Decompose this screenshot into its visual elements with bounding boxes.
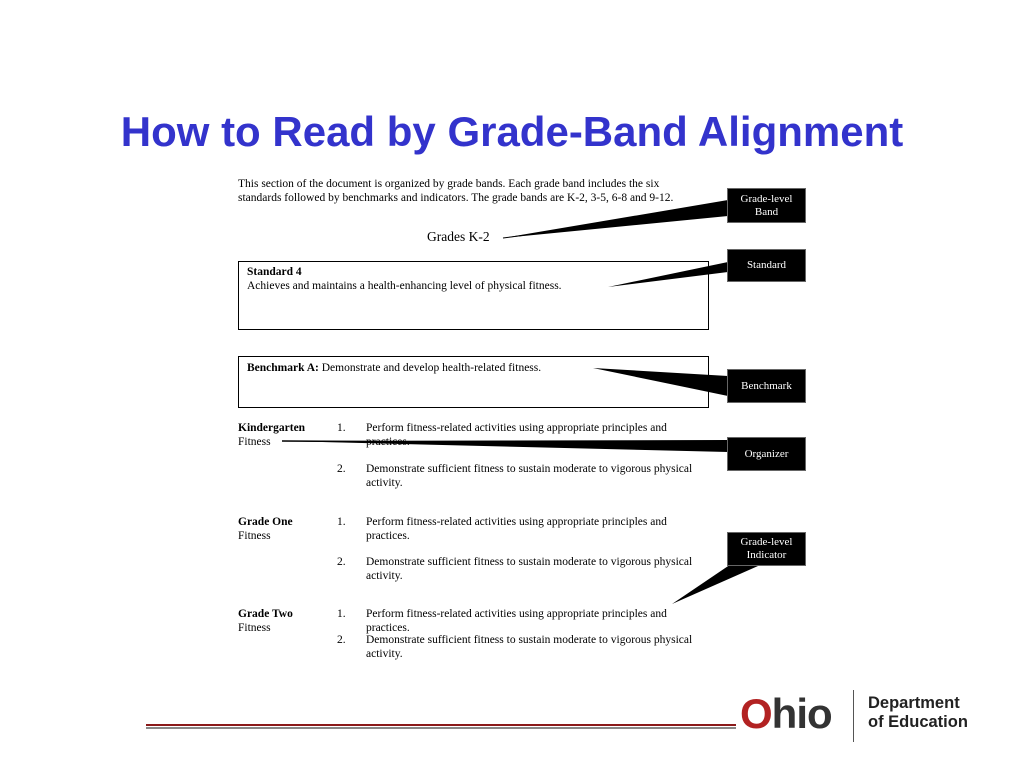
indicator-number: 2.: [337, 463, 346, 475]
grades-heading: Grades K-2: [427, 229, 490, 244]
intro-paragraph: This section of the document is organize…: [238, 178, 674, 204]
indicator-number: 1.: [337, 422, 346, 434]
grade-organizer: Fitness: [238, 621, 271, 634]
callout-grade-level-band: Grade-level Band: [727, 188, 806, 223]
dept-line-1: Department: [868, 694, 960, 712]
grade-name: Grade One: [238, 516, 293, 528]
indicator-text: Demonstrate sufficient fitness to sustai…: [366, 463, 693, 489]
grade-organizer: Fitness: [238, 529, 271, 542]
callout-standard: Standard: [727, 249, 806, 282]
indicator-number: 1.: [337, 516, 346, 528]
indicator-text: Demonstrate sufficient fitness to sustai…: [366, 634, 693, 660]
standard-box: Standard 4 Achieves and maintains a heal…: [238, 261, 709, 330]
indicator-text: Perform fitness-related activities using…: [366, 516, 667, 542]
callout-grade-level-indicator: Grade-level Indicator: [727, 532, 806, 566]
callout-organizer: Organizer: [727, 437, 806, 471]
ohio-logo-text: hio: [771, 690, 833, 737]
grade-two: Grade Two Fitness: [238, 608, 293, 635]
grade-name: Grade Two: [238, 608, 293, 620]
indicator-number: 2.: [337, 556, 346, 568]
logo-divider: [853, 690, 854, 742]
footer-rule-gray: [146, 727, 736, 729]
indicator-number: 2.: [337, 634, 346, 646]
indicator-text: Perform fitness-related activities using…: [366, 422, 667, 448]
indicator-number: 1.: [337, 608, 346, 620]
slide-title: How to Read by Grade-Band Alignment: [120, 108, 904, 155]
callout-benchmark: Benchmark: [727, 369, 806, 403]
benchmark-box: Benchmark A: Demonstrate and develop hea…: [238, 356, 709, 408]
standard-text: Achieves and maintains a health-enhancin…: [247, 279, 562, 292]
grade-one: Grade One Fitness: [238, 516, 293, 543]
ohio-logo-o: O: [740, 690, 773, 737]
grade-kindergarten: Kindergarten Fitness: [238, 422, 305, 449]
indicator-text: Demonstrate sufficient fitness to sustai…: [366, 556, 693, 582]
footer-rule-red: [146, 724, 736, 726]
dept-line-2: of Education: [868, 713, 968, 731]
benchmark-label: Benchmark A:: [247, 362, 319, 374]
department-of-education-label: Department of Education: [868, 694, 968, 732]
benchmark-text: Demonstrate and develop health-related f…: [321, 362, 542, 374]
grade-organizer: Fitness: [238, 435, 271, 448]
standard-title: Standard 4: [247, 266, 302, 278]
indicator-text: Perform fitness-related activities using…: [366, 608, 667, 634]
grade-name: Kindergarten: [238, 422, 306, 434]
